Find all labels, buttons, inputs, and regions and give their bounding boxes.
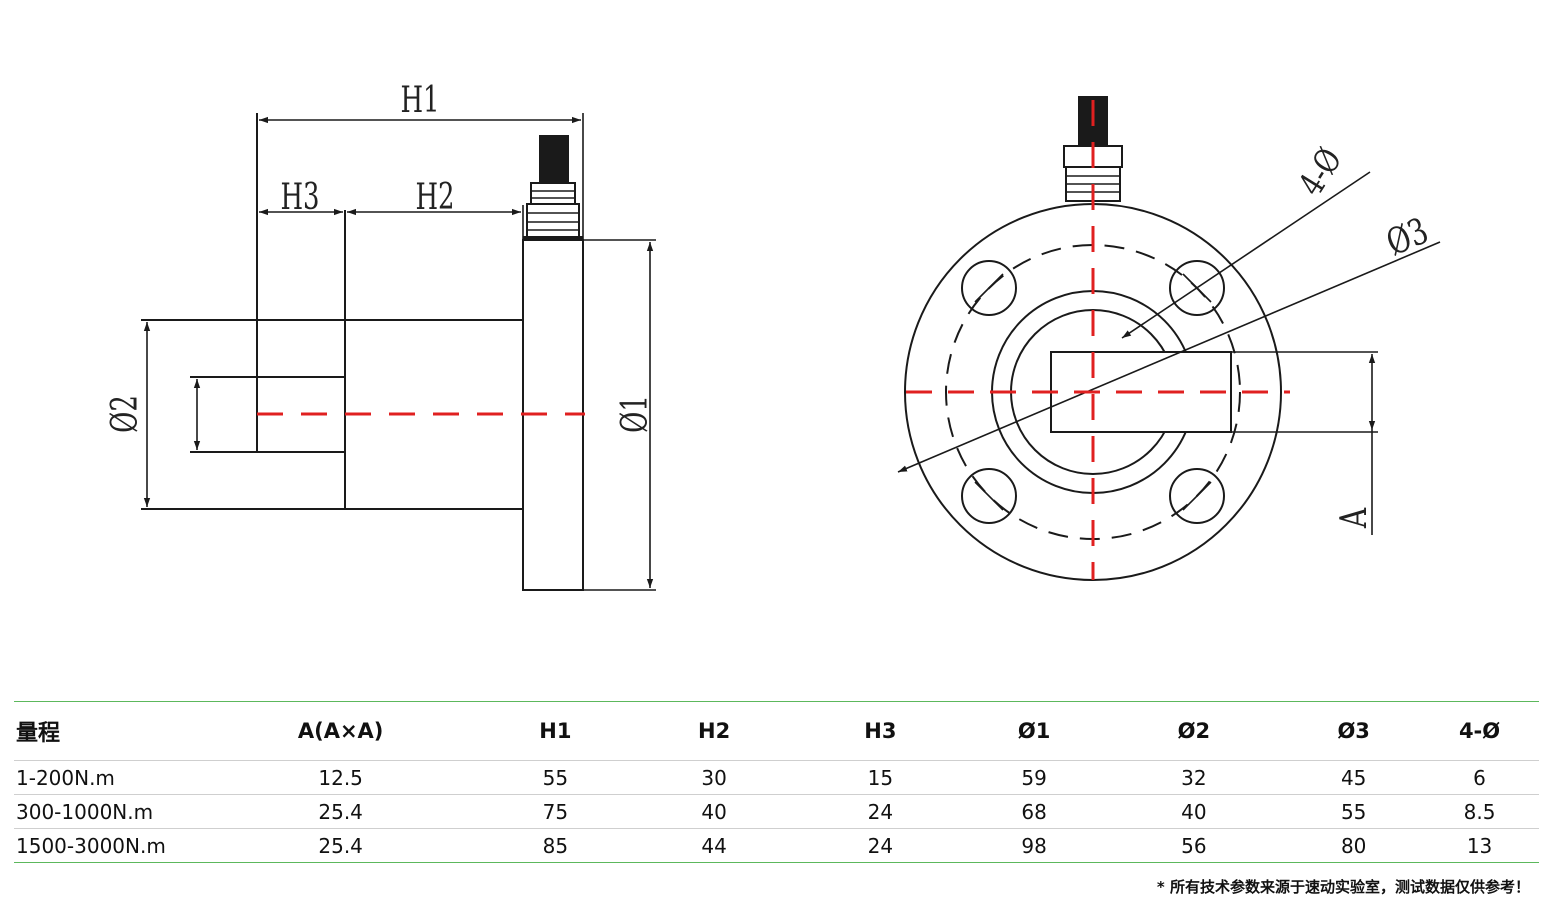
cell-a: 25.4	[205, 828, 476, 863]
cell-d2: 56	[1100, 828, 1288, 863]
cell-d3: 80	[1287, 828, 1421, 863]
label-h2: H2	[415, 177, 454, 218]
cell-d1: 59	[967, 760, 1101, 795]
label-h1: H1	[400, 80, 439, 121]
label-d1: Ø1	[615, 395, 656, 433]
header-h3: H3	[864, 719, 897, 743]
cell-h3: 15	[793, 760, 968, 795]
cell-d2: 32	[1100, 760, 1288, 795]
leader-d3	[897, 241, 1441, 473]
cell-h1: 85	[475, 828, 636, 863]
header-range: 量程	[16, 721, 61, 746]
header-hole: 4-Ø	[1458, 719, 1501, 743]
header-h2: H2	[698, 719, 731, 743]
label-a: A	[1333, 507, 1375, 529]
bolt-hole-bottom-right	[1169, 468, 1225, 524]
technical-drawing: H1 H3 H2 Ø2 Ø1 4-Ø	[105, 80, 1441, 591]
cell-hole: 8.5	[1420, 794, 1539, 829]
header-a: A(A×A)	[297, 719, 384, 743]
front-view-dimensions	[897, 171, 1441, 535]
footnote: * 所有技术参数来源于速动实验室，测试数据仅供参考！	[1156, 878, 1530, 896]
cell-h2: 44	[635, 828, 793, 863]
spec-table: 量程 A(A×A) H1 H2 H3 Ø1 Ø2 Ø3 4-Ø 1-200N.m…	[14, 701, 1539, 863]
side-view	[141, 113, 656, 591]
header-h1: H1	[539, 719, 572, 743]
label-d2: Ø2	[105, 395, 146, 433]
cell-a: 25.4	[205, 794, 476, 829]
cell-range: 1500-3000N.m	[14, 828, 206, 863]
cell-d3: 55	[1287, 794, 1421, 829]
cell-d1: 98	[967, 828, 1101, 863]
table-row: 1-200N.m 12.5 55 30 15 59 32 45 6	[14, 760, 1539, 795]
table-header-row: 量程 A(A×A) H1 H2 H3 Ø1 Ø2 Ø3 4-Ø	[14, 701, 1539, 761]
cell-h2: 30	[635, 760, 793, 795]
cell-a: 12.5	[205, 760, 476, 795]
cell-h3: 24	[793, 794, 968, 829]
header-d3: Ø3	[1337, 719, 1370, 743]
leader-4-hole	[1121, 171, 1371, 339]
cell-range: 300-1000N.m	[14, 794, 206, 829]
cell-d2: 40	[1100, 794, 1288, 829]
table-row: 300-1000N.m 25.4 75 40 24 68 40 55 8.5	[14, 794, 1539, 829]
connector-nut-upper	[530, 182, 576, 205]
cell-hole: 6	[1420, 760, 1539, 795]
label-d3: Ø3	[1380, 209, 1434, 264]
label-h3: H3	[280, 177, 319, 218]
side-view-dimensions	[143, 116, 654, 588]
table-row: 1500-3000N.m 25.4 85 44 24 98 56 80 13	[14, 828, 1539, 863]
header-d1: Ø1	[1017, 719, 1051, 743]
cell-d3: 45	[1287, 760, 1421, 795]
cell-d1: 68	[967, 794, 1101, 829]
cell-h1: 55	[475, 760, 636, 795]
bolt-hole-bottom-left	[961, 468, 1017, 524]
cell-h3: 24	[793, 828, 968, 863]
cell-h1: 75	[475, 794, 636, 829]
cable	[539, 135, 569, 184]
header-d2: Ø2	[1177, 719, 1211, 743]
bolt-hole-top-left	[961, 260, 1017, 316]
bolt-hole-top-right	[1169, 260, 1225, 316]
connector-nut-lower	[526, 203, 580, 238]
cell-h2: 40	[635, 794, 793, 829]
cell-hole: 13	[1420, 828, 1539, 863]
cell-range: 1-200N.m	[14, 760, 206, 795]
front-centerlines	[906, 100, 1290, 580]
label-4-hole: 4-Ø	[1292, 142, 1350, 203]
